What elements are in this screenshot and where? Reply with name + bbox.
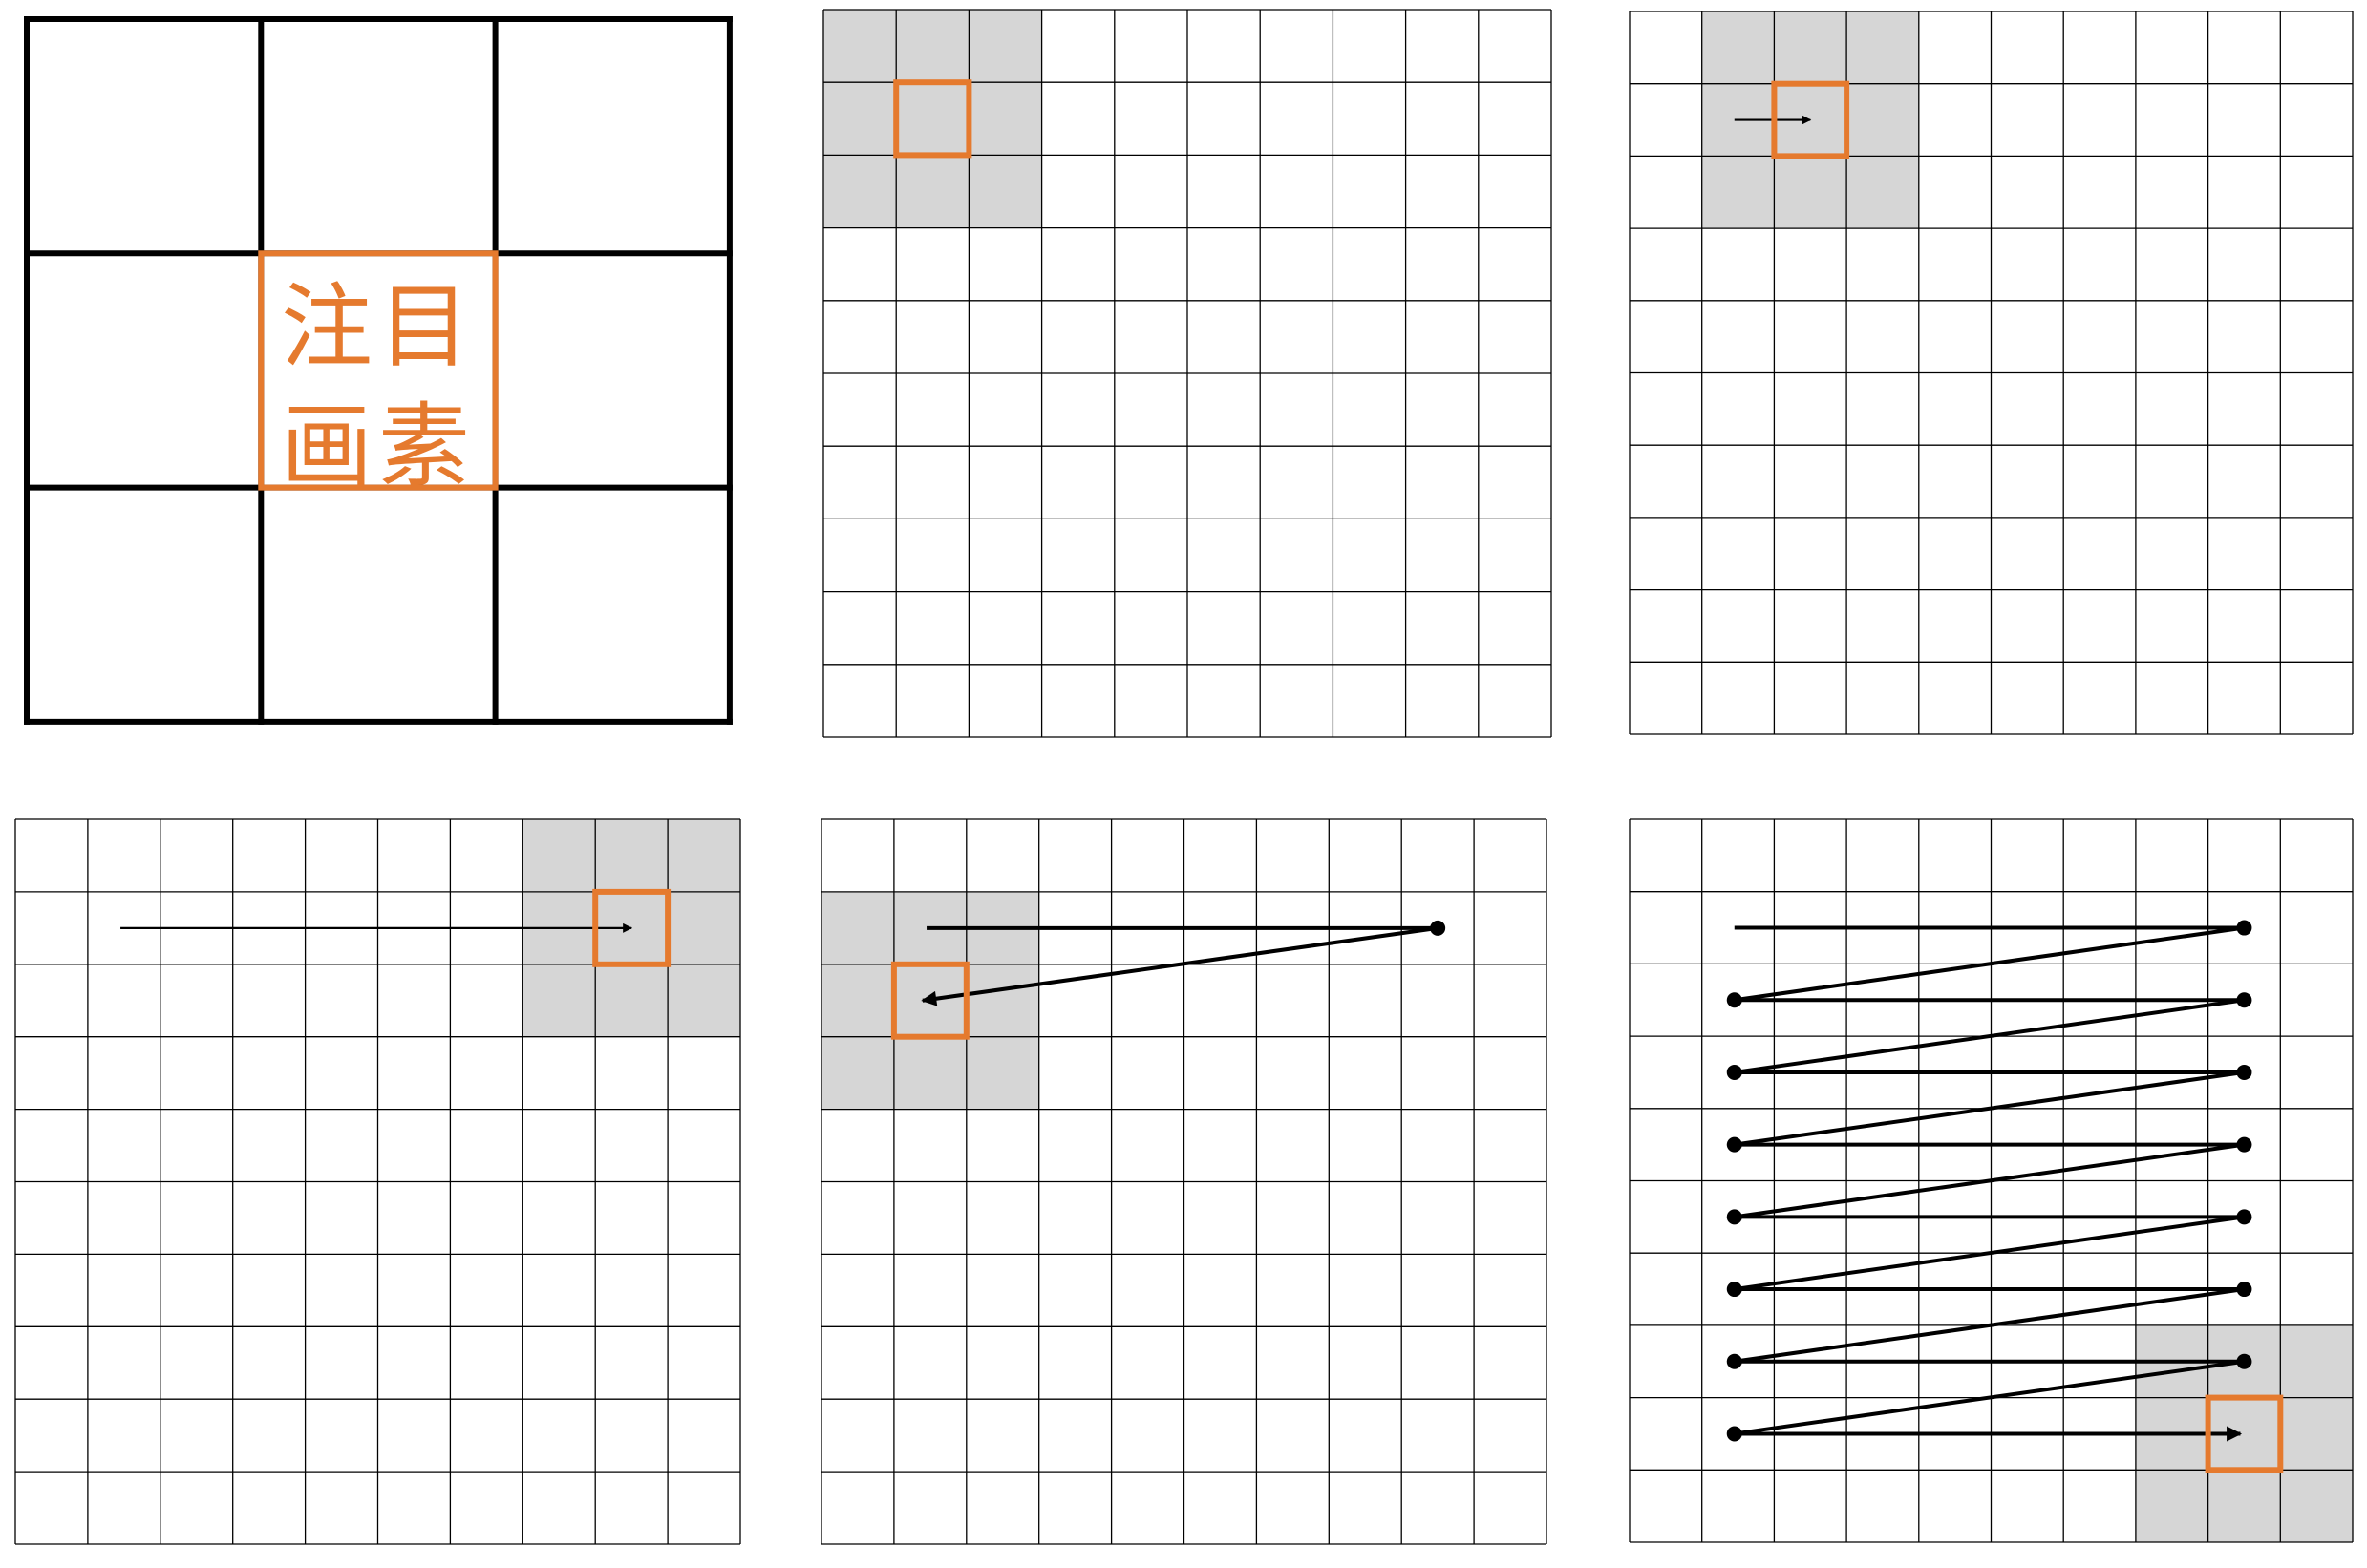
scan-turn-dot — [1726, 992, 1742, 1008]
pixel-grid — [14, 818, 741, 1545]
scan-step-2-panel — [1629, 11, 2354, 735]
target-pixel-label-line-2: 画素 — [281, 392, 476, 499]
target-pixel-box — [592, 888, 672, 967]
target-pixel-box — [2205, 1394, 2284, 1473]
pixel-grid — [821, 818, 1547, 1545]
scan-step-4-panel — [821, 818, 1547, 1545]
scan-turn-dot — [1726, 1209, 1742, 1225]
scan-diagonal — [1734, 1287, 2245, 1364]
target-pixel-box — [893, 79, 972, 159]
scan-turn-dot — [1726, 1064, 1742, 1080]
target-pixel-box — [1771, 80, 1850, 159]
scan-turn-dot — [1726, 1426, 1742, 1442]
kernel-3x3-panel: 注目 画素 — [24, 16, 733, 725]
scan-diagonal — [1734, 1359, 2245, 1436]
target-pixel-box — [890, 961, 970, 1040]
pixel-grid — [1629, 11, 2354, 735]
filter-window — [823, 10, 1042, 228]
scan-step-1-panel — [822, 9, 1552, 738]
scan-diagonal — [1734, 1070, 2245, 1147]
scan-turn-dot — [1726, 1282, 1742, 1298]
target-pixel-label-line-1: 注目 — [281, 273, 476, 380]
scan-step-5-panel — [1629, 818, 2354, 1543]
scan-diagonal — [1734, 998, 2245, 1074]
scan-path — [921, 920, 1446, 1006]
scan-turn-dot — [1726, 1136, 1742, 1153]
scan-arrow — [921, 925, 1439, 1006]
scan-diagonal — [1734, 925, 2245, 1003]
scan-turn-dot — [1726, 1353, 1742, 1369]
scan-path — [1726, 920, 2252, 1442]
target-pixel-box — [258, 250, 499, 491]
scan-diagonal — [1734, 1215, 2245, 1292]
scan-step-3-panel — [14, 818, 741, 1545]
scan-diagonal — [1734, 1142, 2245, 1219]
